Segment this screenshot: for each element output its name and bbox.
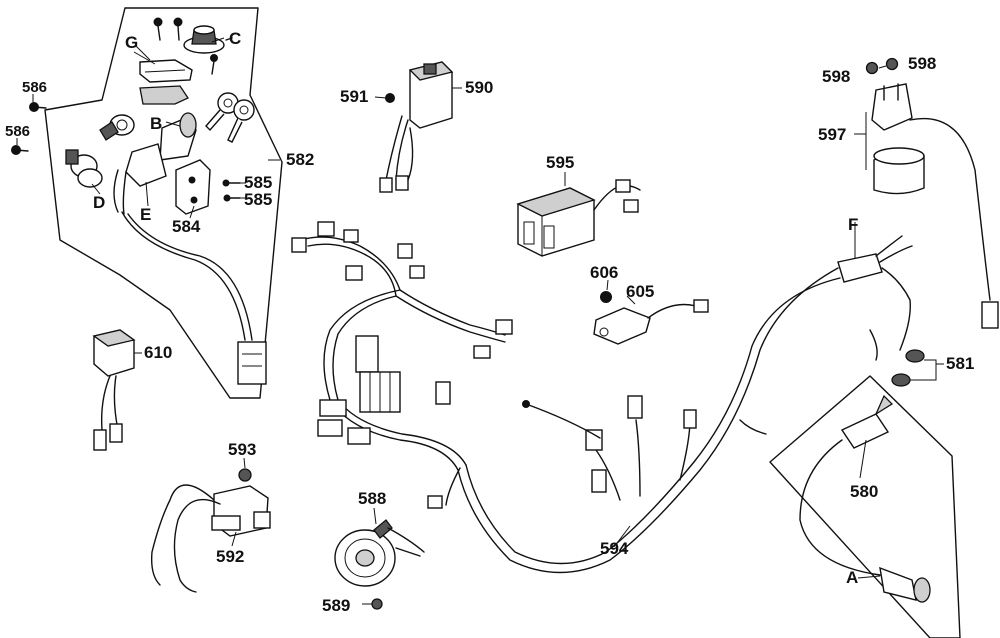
callout-606: 606: [590, 263, 619, 282]
callout-589: 589: [322, 596, 351, 615]
callout-d: D: [93, 193, 106, 212]
unit-605: [593, 291, 709, 345]
screw-parts: [153, 17, 218, 75]
bracket-584: [175, 159, 241, 215]
callout-610: 610: [144, 343, 173, 362]
cdi-unit-595: [516, 179, 641, 257]
callout-a: A: [846, 568, 859, 587]
starter-relay-597: [865, 57, 999, 329]
callout-591: 591: [340, 87, 369, 106]
callout-585-lower: 585: [244, 190, 273, 209]
callout-b: B: [150, 114, 163, 133]
callout-586-upper: 586: [22, 79, 48, 96]
callout-e: E: [140, 205, 152, 224]
callout-594: 594: [600, 539, 629, 558]
callout-580: 580: [850, 482, 879, 501]
callout-590: 590: [465, 78, 494, 97]
callout-586-lower: 586: [5, 123, 31, 140]
lock-cylinders: [65, 114, 135, 188]
key-parts: [205, 92, 255, 143]
callout-f: F: [848, 215, 859, 234]
callout-588: 588: [358, 489, 387, 508]
callout-598-right: 598: [908, 54, 937, 73]
ignition-switch: [113, 112, 267, 385]
main-harness-594: [291, 221, 841, 574]
callout-g: G: [125, 33, 139, 52]
callout-605: 605: [626, 282, 655, 301]
coil-f: [837, 235, 913, 361]
switch-592: [150, 468, 271, 593]
callout-c: C: [229, 29, 242, 48]
callout-595: 595: [546, 153, 575, 172]
ignition-kit-outline: [44, 7, 283, 399]
regulator-590: [379, 61, 454, 193]
callout-582: 582: [286, 150, 315, 169]
callout-581: 581: [946, 354, 975, 373]
plate-part-g: [133, 51, 193, 105]
callout-592: 592: [216, 547, 245, 566]
horn-588: [334, 519, 425, 610]
screws-586: [11, 102, 47, 155]
callout-584: 584: [172, 217, 201, 236]
leader-lines: [16, 37, 944, 605]
kit-580: [769, 375, 961, 638]
cap-part-c: [183, 25, 233, 54]
callout-597: 597: [818, 125, 847, 144]
callout-593: 593: [228, 440, 257, 459]
callout-585-upper: 585: [244, 173, 273, 192]
flasher-relay-610: [92, 329, 136, 451]
nuts-581: [891, 349, 925, 387]
callout-598-left: 598: [822, 67, 851, 86]
